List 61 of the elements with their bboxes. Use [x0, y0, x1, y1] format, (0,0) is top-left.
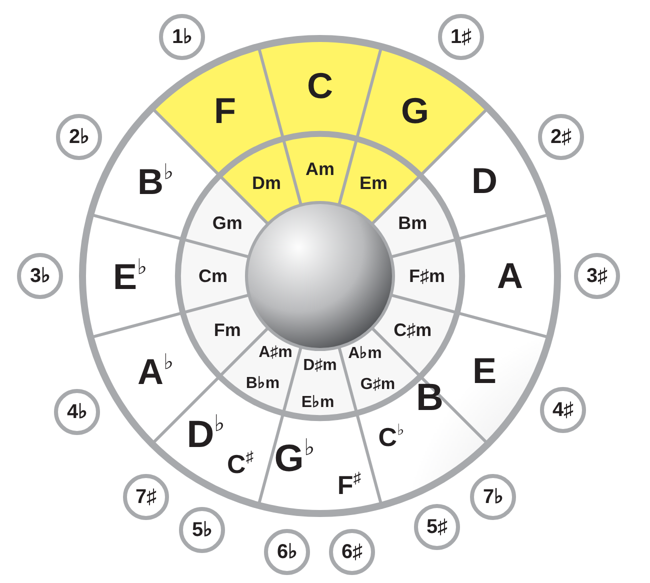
count-circle [538, 114, 584, 160]
accidental-count: 3♯ [586, 266, 608, 286]
minor-key-label: D♯m [303, 358, 337, 374]
count-circle [329, 529, 375, 575]
accidental-count: 6♭ [276, 542, 298, 562]
count-circle [264, 529, 310, 575]
count-circle [574, 253, 620, 299]
accidental-count: 5♯ [426, 517, 448, 537]
minor-key-label: Fm [214, 320, 241, 338]
count-circle [414, 504, 460, 550]
major-key-label: D [472, 163, 498, 199]
accidental-count: 5♭ [192, 520, 212, 540]
accidental-count: 1♯ [450, 27, 472, 47]
major-key-label: D$^{♭}$ [186, 412, 226, 454]
count-circle [470, 474, 516, 520]
major-key-label: E$^{♭}$ [112, 256, 147, 296]
accidental-count: 3♭ [30, 266, 50, 286]
major-key-label: E [472, 353, 497, 389]
accidental-count: 1♭ [172, 27, 192, 47]
minor-key-label: Em [359, 174, 388, 192]
major-key-label: A [497, 258, 523, 294]
count-circle [438, 14, 484, 60]
minor-key-label: Bm [398, 214, 428, 232]
major-key-label: B$^{♭}$ [137, 161, 174, 201]
major-key-label: C$^{♭}$ [378, 423, 405, 450]
accidental-count: 4♭ [66, 402, 88, 422]
minor-key-sector [392, 241, 459, 311]
major-key-label: F$^{♯}$ [337, 470, 362, 498]
count-circle [17, 253, 63, 299]
count-circle [179, 507, 225, 553]
major-key-label: C [307, 68, 333, 104]
count-circle [54, 389, 100, 435]
minor-key-sector [181, 241, 248, 311]
minor-key-label: Am [305, 160, 334, 178]
minor-key-label: C♯m [394, 320, 432, 338]
accidental-count: 6♯ [341, 542, 363, 562]
minor-key-label: Gm [212, 214, 242, 232]
accidental-count: 4♯ [552, 400, 574, 420]
minor-key-sector [285, 137, 355, 204]
major-key-label: G [400, 93, 429, 130]
minor-key-label: Dm [252, 174, 281, 192]
count-circle [56, 114, 102, 160]
major-key-label: A$^{♭}$ [137, 351, 174, 391]
accidental-count: 2♭ [68, 127, 90, 147]
minor-key-label: G♯m [360, 376, 396, 393]
minor-key-label: A♯m [258, 345, 292, 362]
major-key-label: B [416, 378, 444, 417]
major-key-label: F [214, 93, 236, 130]
count-circle [540, 387, 586, 433]
count-circle [123, 474, 169, 520]
minor-key-label: F♯m [409, 267, 445, 285]
accidental-count: 7♯ [135, 487, 157, 507]
minor-key-label: E♭m [301, 394, 334, 411]
count-circle [159, 14, 205, 60]
accidental-count: 7♭ [482, 487, 504, 507]
accidental-count: 2♯ [550, 127, 572, 147]
minor-key-label: Cm [198, 267, 228, 285]
major-key-label: G$^{♭}$ [274, 436, 315, 478]
major-key-label: C$^{♯}$ [226, 450, 254, 478]
minor-key-label: B♭m [246, 376, 280, 392]
minor-key-label: A♭m [348, 346, 382, 362]
